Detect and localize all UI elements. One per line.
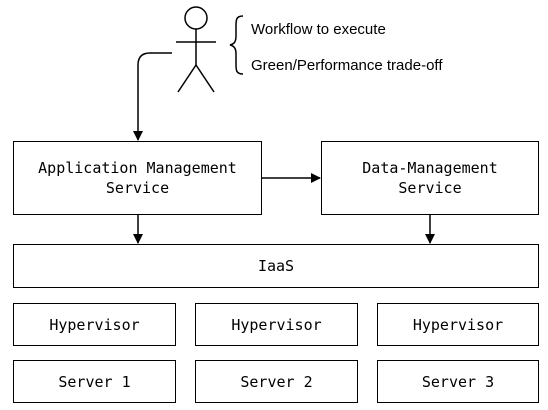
server-box-3: Server 3 [377, 360, 539, 403]
server-label: Server 1 [58, 372, 131, 391]
data-mgmt-label-line1: Data-Management [362, 159, 498, 177]
hypervisor-label: Hypervisor [412, 315, 504, 334]
server-label: Server 2 [240, 372, 313, 391]
server-box-1: Server 1 [13, 360, 176, 403]
server-label: Server 3 [421, 372, 495, 391]
curly-brace-icon [229, 15, 244, 75]
hypervisor-box-2: Hypervisor [195, 303, 358, 346]
app-mgmt-label-line1: Application Management [38, 159, 237, 177]
hypervisor-label: Hypervisor [49, 315, 140, 334]
app-mgmt-label-line2: Service [105, 179, 170, 197]
hypervisor-label: Hypervisor [231, 315, 322, 334]
application-management-service-box: Application Management Service [13, 141, 262, 215]
hypervisor-box-1: Hypervisor [13, 303, 176, 346]
hypervisor-box-3: Hypervisor [377, 303, 539, 346]
iaas-label: IaaS [257, 257, 295, 275]
data-mgmt-label-line2: Service [398, 179, 462, 197]
user-to-app-arrow [133, 52, 172, 141]
server-box-2: Server 2 [195, 360, 358, 403]
iaas-box: IaaS [13, 244, 539, 288]
annotation-tradeoff: Green/Performance trade-off [251, 57, 443, 74]
data-management-service-box: Data-Management Service [321, 141, 539, 215]
annotation-workflow: Workflow to execute [251, 21, 386, 38]
user-figure-icon [176, 6, 216, 93]
